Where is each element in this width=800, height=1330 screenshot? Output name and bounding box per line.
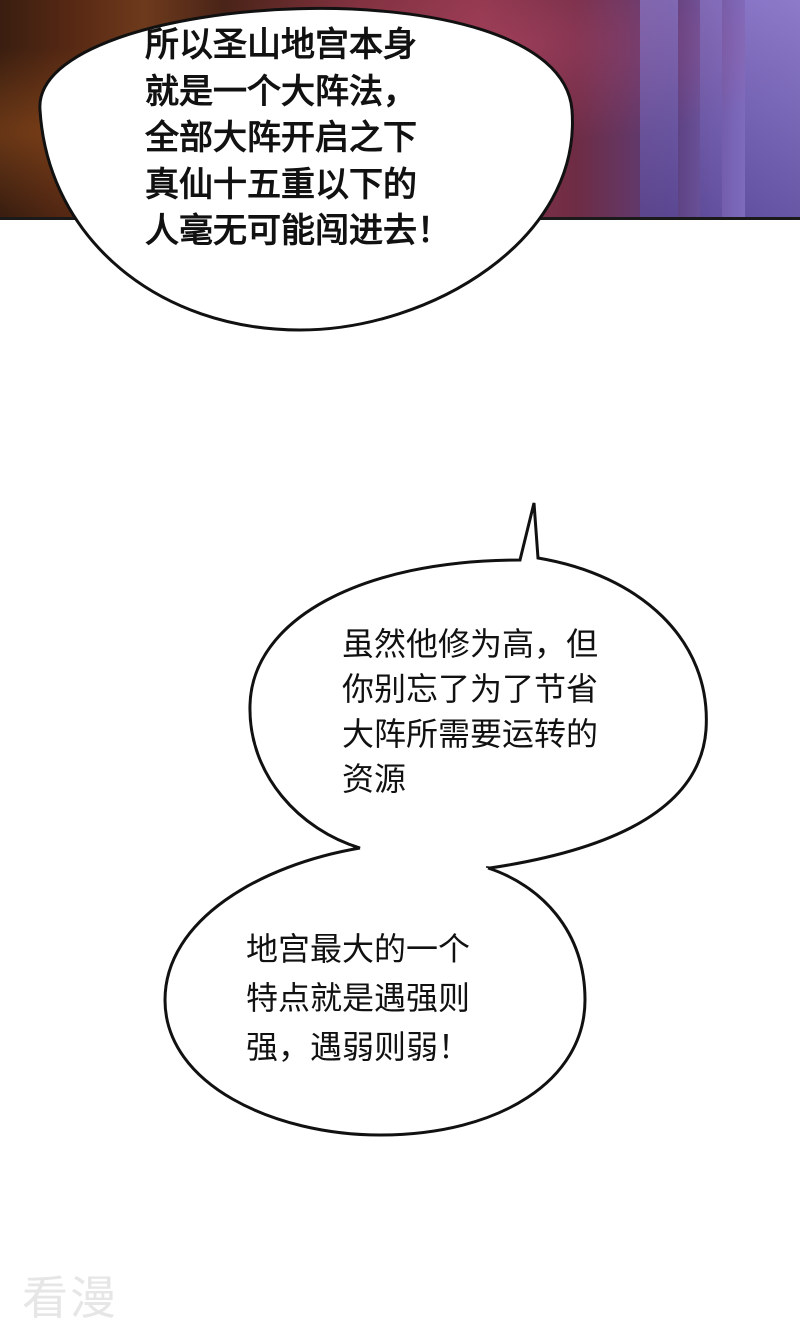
character-hair-strand xyxy=(745,0,800,218)
bubble-1-text: 所以圣山地宫本身 就是一个大阵法， 全部大阵开启之下 真仙十五重以下的 人毫无可… xyxy=(145,25,451,251)
bubble-3-text: 地宫最大的一个 特点就是遇强则 强，遇弱则弱！ xyxy=(246,930,471,1066)
speech-bubble-3 xyxy=(163,846,587,1137)
watermark-logo: 看漫 xyxy=(22,1271,118,1325)
bubble-2-text: 虽然他修为高，但 你别忘了为了节省 大阵所需要运转的 资源 xyxy=(342,625,599,798)
character-hair-strand xyxy=(640,0,678,218)
speech-bubble-1 xyxy=(38,6,574,332)
character-hair-strand xyxy=(700,0,722,218)
